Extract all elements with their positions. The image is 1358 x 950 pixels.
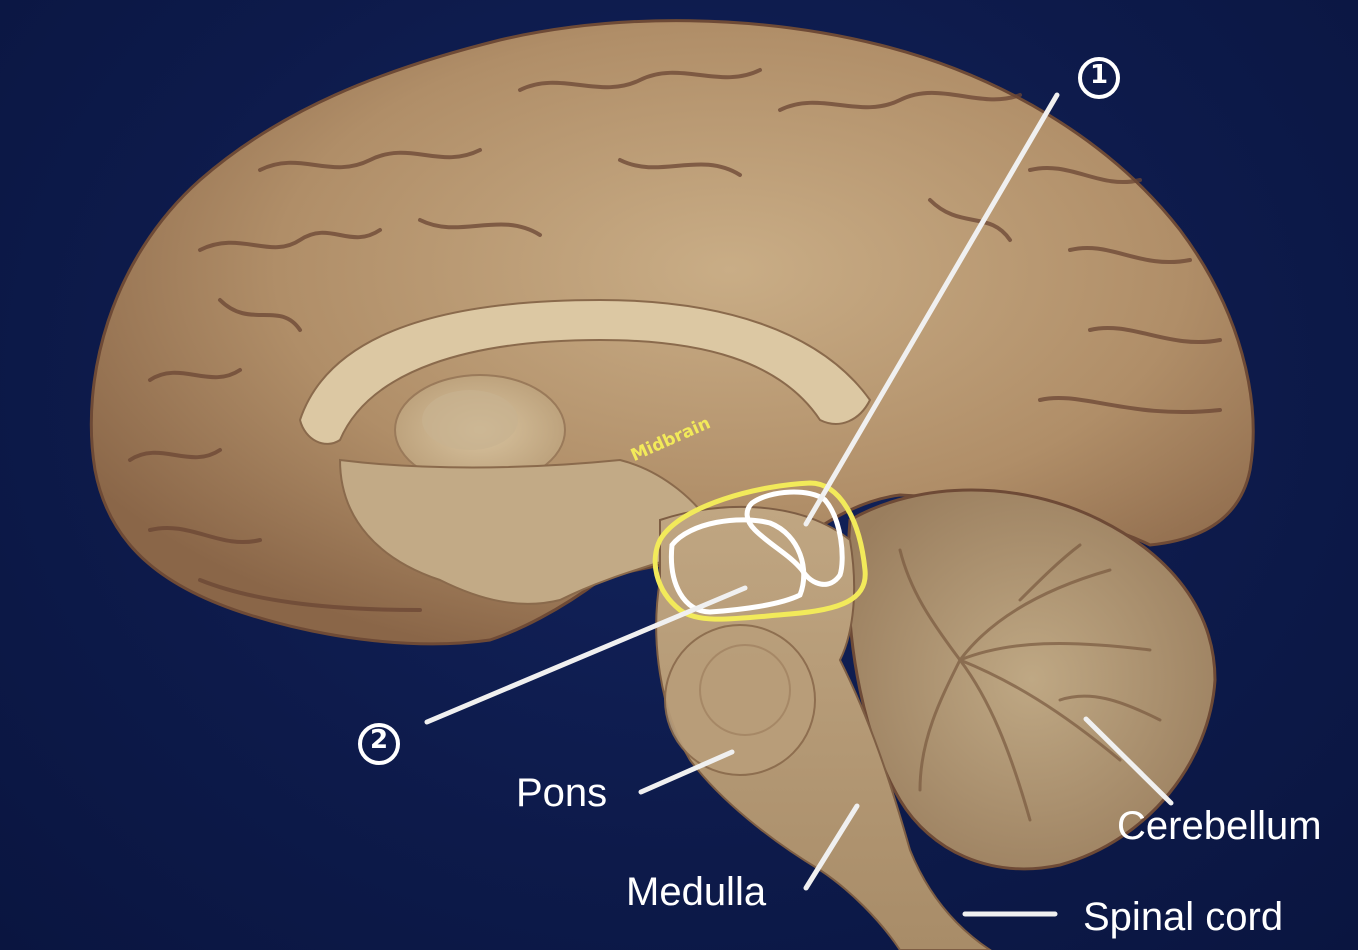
marker-2-circle (358, 723, 400, 765)
marker-1-label: 1 (1089, 60, 1109, 90)
medulla-label: Medulla (626, 870, 767, 914)
midbrain-outline (652, 480, 868, 622)
marker-2-label: 2 (369, 725, 389, 755)
marker-1-circle (1078, 57, 1120, 99)
region-2-outline (668, 517, 807, 615)
cerebellum-label: Cerebellum (1117, 804, 1322, 848)
corpus-callosum (298, 298, 872, 445)
sulci (128, 68, 1222, 612)
pons (664, 624, 816, 776)
pons-label: Pons (516, 771, 608, 815)
pointer-lines (424, 92, 1174, 917)
region-1-outline (744, 489, 845, 587)
spinal-cord-label: Spinal cord (1083, 895, 1284, 939)
